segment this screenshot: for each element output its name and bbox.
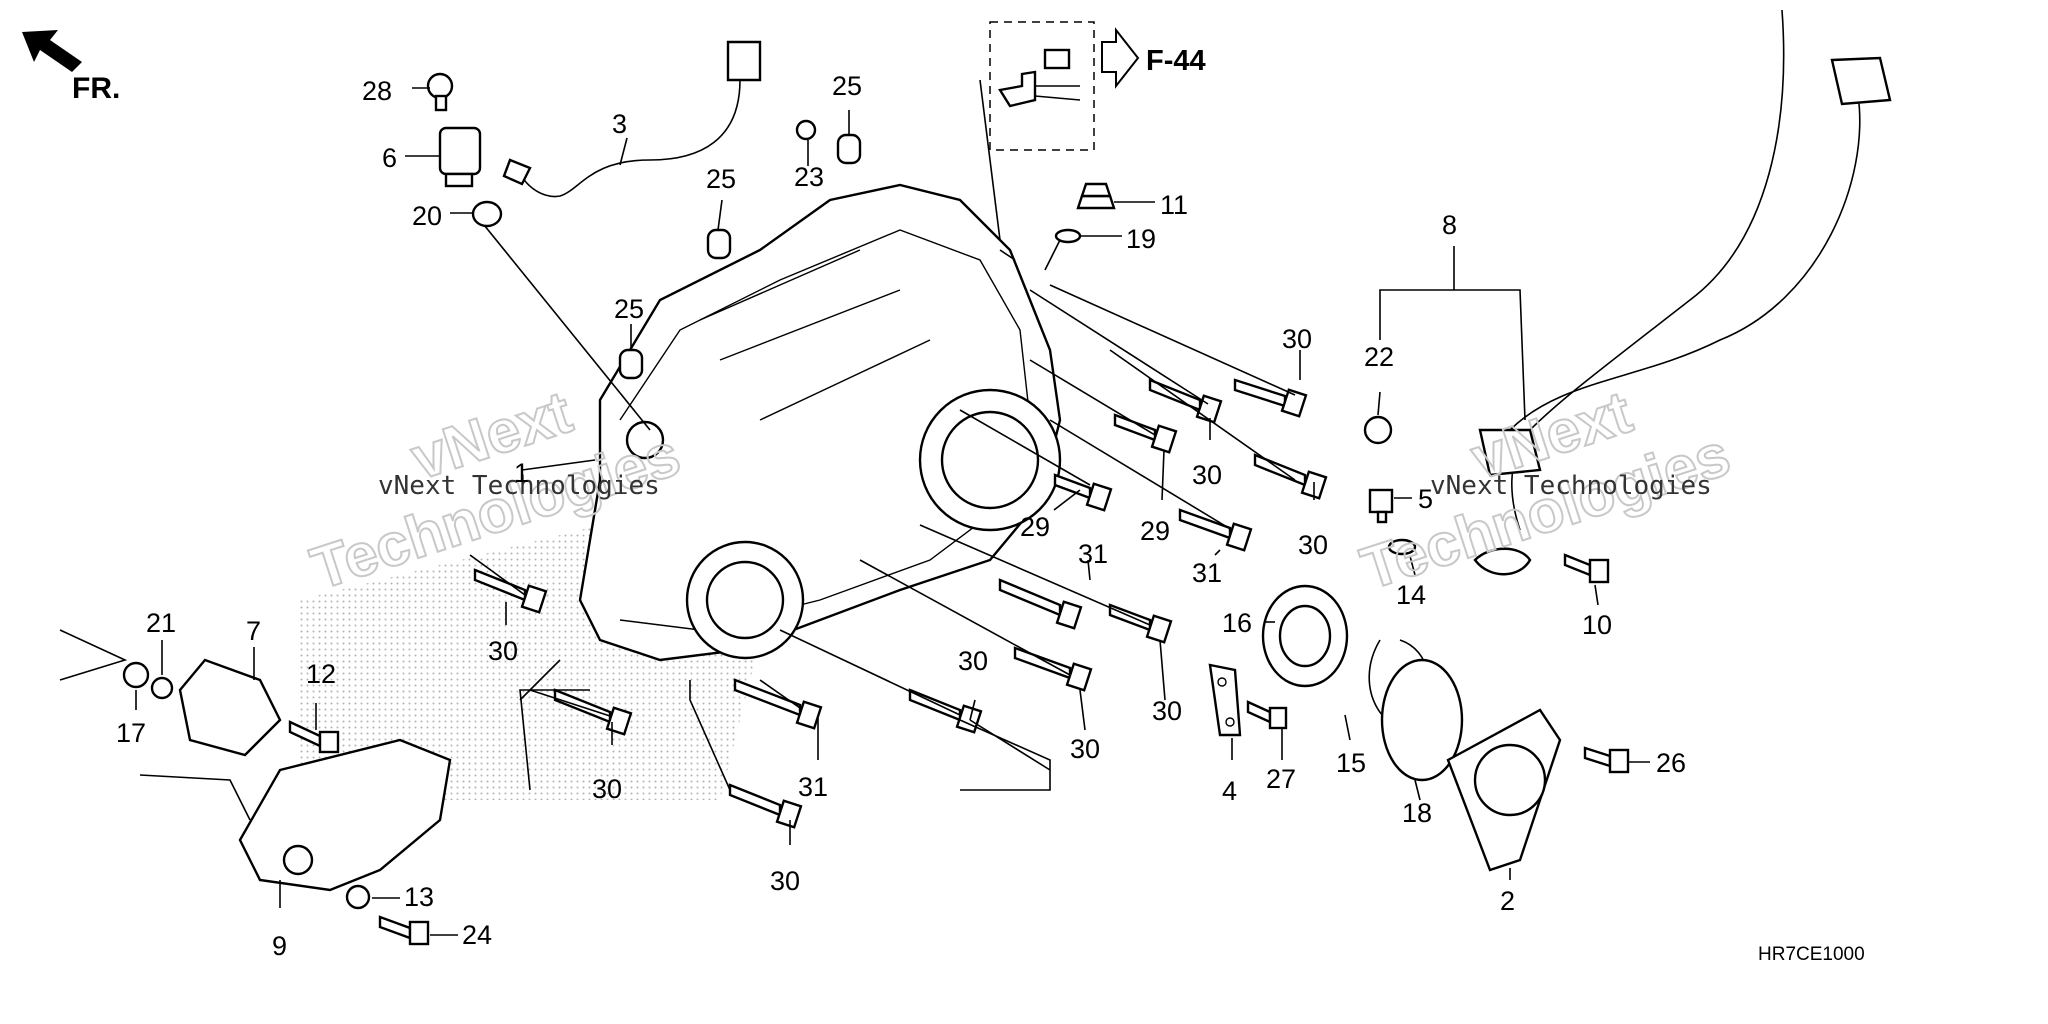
bracket-4	[1208, 663, 1242, 737]
label-31-a: 31	[1078, 539, 1108, 569]
bolt-12	[288, 720, 340, 754]
o-ring-20	[471, 200, 503, 228]
bolt-27	[1246, 700, 1288, 730]
leader-lines	[59, 79, 1296, 821]
washer-21	[150, 676, 174, 700]
label-7: 7	[246, 616, 261, 646]
label-22: 22	[1364, 342, 1394, 372]
label-29-a: 29	[1020, 512, 1050, 542]
sensor-6	[438, 126, 482, 188]
label-16: 16	[1222, 608, 1252, 638]
label-30-g: 30	[488, 636, 518, 666]
watermark-small-left: vNext Technologies	[378, 471, 660, 501]
label-10: 10	[1582, 610, 1612, 640]
bolt-24	[378, 915, 430, 946]
label-8: 8	[1442, 210, 1457, 240]
label-12: 12	[306, 659, 336, 689]
label-leaders	[135, 87, 1650, 936]
bolt-26	[1583, 746, 1630, 774]
washer-23	[795, 119, 817, 141]
label-31-c: 31	[798, 772, 828, 802]
washer-13	[345, 884, 371, 910]
bolt-30-7	[553, 688, 633, 736]
diagram-code: HR7CE1000	[1758, 944, 1865, 965]
o-ring-19	[1054, 228, 1082, 244]
o-ring-18	[1380, 658, 1464, 782]
bearing-16	[1261, 584, 1349, 688]
label-5: 5	[1418, 484, 1433, 514]
label-19: 19	[1126, 224, 1156, 254]
bolt-31-2	[998, 578, 1083, 630]
plug-11	[1076, 182, 1116, 210]
o-ring-22	[1363, 415, 1393, 445]
bolt-30-1	[1233, 378, 1308, 418]
bolt-30-8	[473, 568, 548, 614]
label-6: 6	[382, 143, 397, 173]
label-26: 26	[1656, 748, 1686, 778]
label-30-e: 30	[958, 646, 988, 676]
watermark-right: vNext Technologies vNext Technologies	[1352, 377, 1738, 603]
bolt-29-2	[1053, 473, 1113, 512]
label-14: 14	[1396, 580, 1426, 610]
bolt-29-1	[1113, 413, 1178, 454]
label-30-b: 30	[1192, 460, 1222, 490]
label-28: 28	[362, 76, 392, 106]
label-30-i: 30	[770, 866, 800, 896]
label-25-mid: 25	[706, 164, 736, 194]
label-1: 1	[514, 458, 529, 488]
label-25-left: 25	[614, 294, 644, 324]
ref-arrow-icon	[1101, 27, 1140, 89]
bolt-30-9	[728, 783, 803, 829]
front-arrow-icon	[22, 30, 82, 72]
label-27: 27	[1266, 764, 1296, 794]
label-31-b: 31	[1192, 558, 1222, 588]
bolt-31-3	[733, 678, 823, 730]
label-30-h: 30	[592, 774, 622, 804]
crankcase-cover	[578, 183, 1062, 662]
switch-5	[1368, 488, 1394, 524]
sensor-7	[178, 658, 282, 757]
label-3: 3	[612, 109, 627, 139]
ref-box	[989, 21, 1095, 151]
label-13: 13	[404, 882, 434, 912]
label-11: 11	[1160, 190, 1188, 220]
label-17: 17	[116, 718, 146, 748]
fr-label: FR.	[72, 72, 120, 105]
label-2: 2	[1500, 886, 1515, 916]
dowel-25-top	[836, 133, 862, 165]
bolt-10	[1563, 553, 1610, 584]
bolt-30-4	[1108, 603, 1173, 644]
bolt-28	[426, 72, 454, 112]
label-23: 23	[794, 162, 824, 192]
cover-2	[1446, 708, 1562, 872]
label-15: 15	[1336, 748, 1366, 778]
part-labels: 28 6 20 3 25 23 25 25 1 11 19 8 22 5 14 …	[116, 71, 1686, 961]
label-4: 4	[1222, 776, 1237, 806]
washer-14	[1387, 538, 1417, 556]
dowel-25-mid	[706, 228, 732, 260]
washer-17	[122, 661, 150, 689]
label-9: 9	[272, 931, 287, 961]
label-29-b: 29	[1140, 516, 1170, 546]
guard-9	[238, 738, 452, 892]
wire-harness-3	[502, 40, 762, 198]
label-30-d: 30	[1152, 696, 1182, 726]
bolt-31-1	[1178, 508, 1253, 552]
ref-label: F-44	[1146, 45, 1206, 77]
label-24: 24	[462, 920, 492, 950]
ref-bracket-icon	[998, 48, 1081, 108]
dowel-25-left	[618, 348, 644, 380]
label-21: 21	[146, 608, 176, 638]
watermark-small-right: vNext Technologies	[1430, 471, 1712, 501]
label-30-f: 30	[1070, 734, 1100, 764]
label-30-c: 30	[1298, 530, 1328, 560]
label-30-a: 30	[1282, 324, 1312, 354]
label-18: 18	[1402, 798, 1432, 828]
bolt-30-5	[1013, 646, 1093, 692]
label-20: 20	[412, 201, 442, 231]
label-25-top: 25	[832, 71, 862, 101]
wire-harness-8	[1473, 9, 1892, 576]
